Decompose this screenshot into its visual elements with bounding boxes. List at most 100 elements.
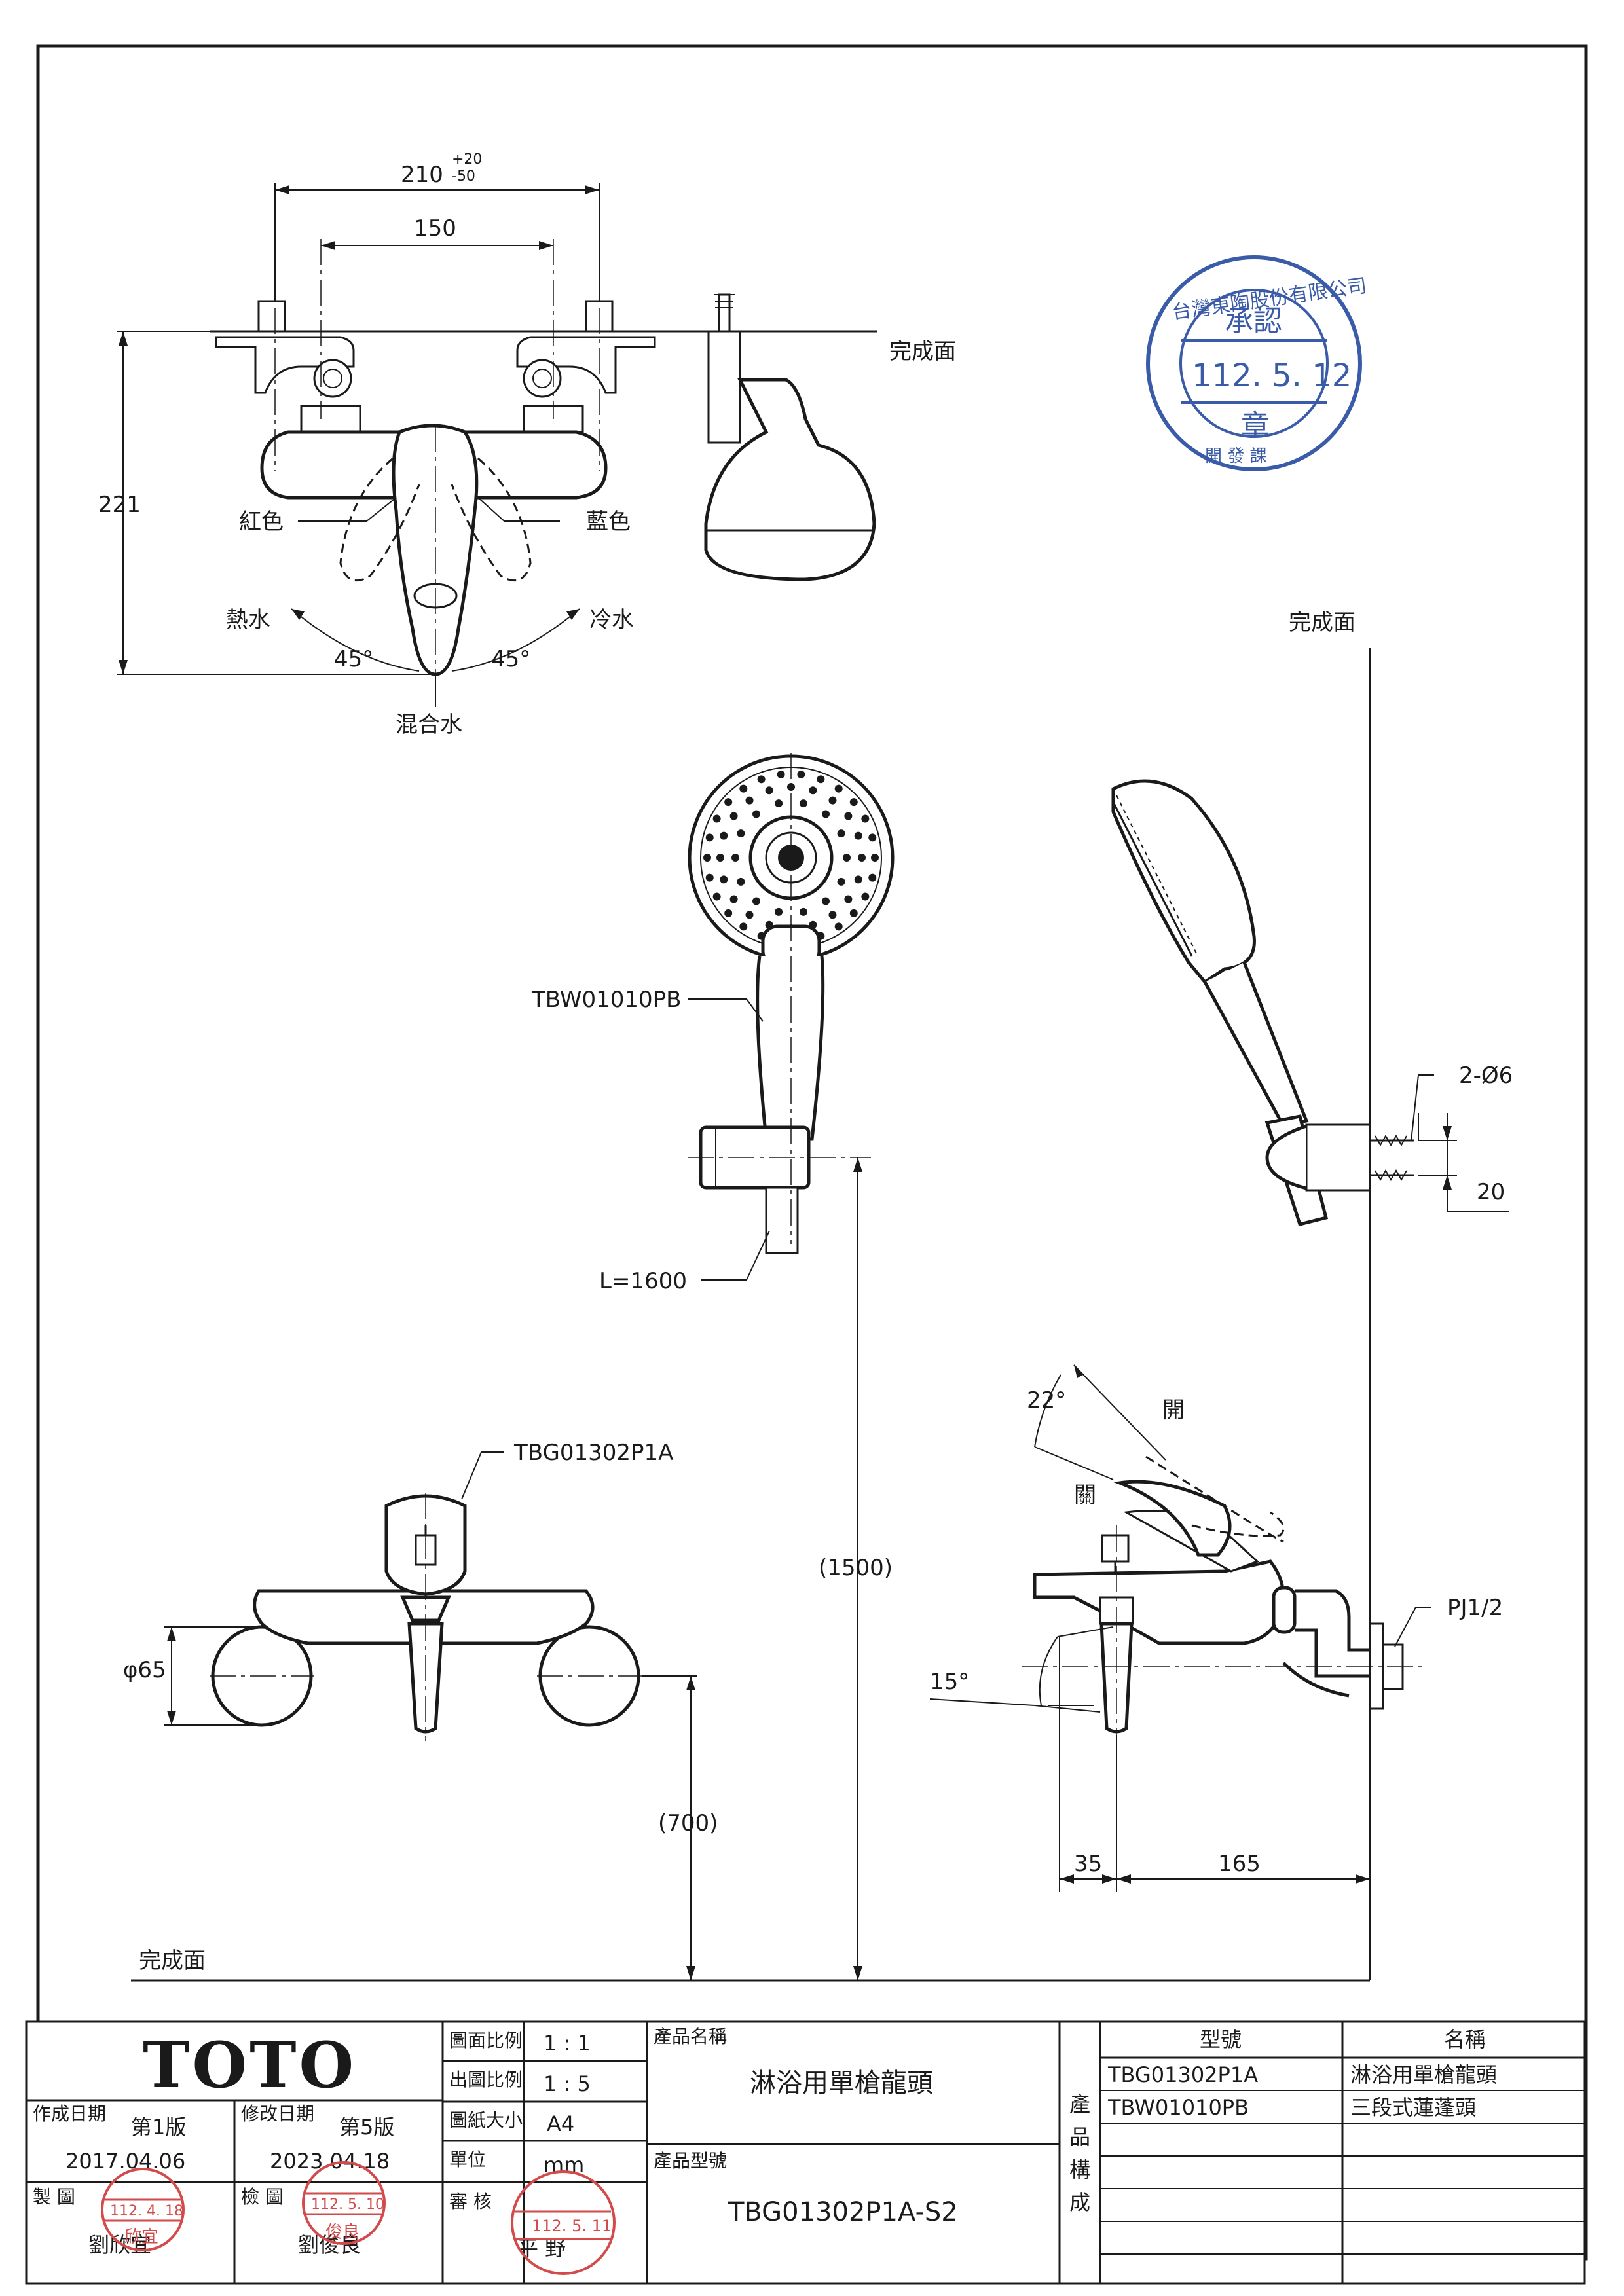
nozzle-dot xyxy=(837,877,845,886)
dim-2phi6: 2-Ø6 xyxy=(1459,1063,1513,1089)
nozzle-dot xyxy=(849,798,858,807)
nozzle-dot xyxy=(745,911,754,919)
dim-210-tol-plus: +20 xyxy=(452,151,482,168)
composition-char-1: 產 xyxy=(1069,2092,1090,2117)
approval-stamp: 台灣東陶股份有限公司 承認 112. 5. 12 章 開 發 課 xyxy=(1146,255,1368,471)
nozzle-dot xyxy=(861,814,870,823)
nozzle-dot xyxy=(797,770,805,778)
angle-left-45: 45° xyxy=(334,646,373,672)
created-date: 2017.04.06 xyxy=(65,2149,185,2174)
checked-stamp: 112. 5. 10 俊良 xyxy=(302,2161,386,2245)
height-dimensions: (1500) (700) xyxy=(658,1157,893,1980)
created-label: 作成日期 xyxy=(33,2103,106,2124)
checked-stamp-name: 俊良 xyxy=(325,2223,360,2242)
drawn-label: 製 圖 xyxy=(33,2186,75,2208)
product-name: 淋浴用單槍龍頭 xyxy=(750,2068,933,2098)
nozzle-dot xyxy=(858,854,866,862)
nozzle-dot xyxy=(799,799,807,808)
dim-210: 210 xyxy=(401,162,443,188)
nozzle-dot xyxy=(737,829,745,838)
composition-char-3: 構 xyxy=(1069,2157,1090,2182)
nozzle-dot xyxy=(834,922,843,931)
nozzle-dot xyxy=(731,854,739,862)
paper-label: 圖紙大小 xyxy=(449,2109,523,2131)
dim-165: 165 xyxy=(1218,1851,1261,1877)
dim-700: (700) xyxy=(658,1810,718,1836)
paper-value: A4 xyxy=(547,2111,574,2136)
row-2-model: TBW01010PB xyxy=(1107,2095,1249,2120)
dim-150: 150 xyxy=(414,215,456,242)
nozzle-dot xyxy=(777,770,785,778)
dim-1500: (1500) xyxy=(819,1555,893,1581)
dim-210-tol-minus: -50 xyxy=(452,168,475,185)
composition-char-2: 品 xyxy=(1069,2124,1090,2149)
nozzle-dot xyxy=(799,907,807,916)
nozzle-dot xyxy=(828,796,837,805)
review-stamp: 112. 5. 11 xyxy=(511,2170,616,2275)
print-scale-value: 1 : 5 xyxy=(544,2071,591,2096)
print-scale-label: 出圖比例 xyxy=(449,2069,523,2090)
stamp-date: 112. 5. 12 xyxy=(1192,357,1352,394)
col-model-header: 型號 xyxy=(1200,2027,1242,2052)
unit-label: 單位 xyxy=(449,2149,486,2170)
label-open: 開 xyxy=(1162,1397,1185,1423)
review-stamp-date: 112. 5. 11 xyxy=(532,2217,612,2235)
nozzle-dot xyxy=(809,786,817,795)
label-cold: 冷水 xyxy=(589,607,634,633)
shower-holder-top-view xyxy=(704,293,876,581)
nozzle-dot xyxy=(745,796,754,805)
part-faucet-label: TBG01302P1A xyxy=(513,1440,673,1466)
nozzle-dot xyxy=(724,909,733,917)
nozzle-dot xyxy=(837,829,845,838)
drawn-name: 劉欣宜 xyxy=(88,2232,151,2257)
angle-22: 22° xyxy=(1027,1387,1066,1413)
product-model: TBG01302P1A-S2 xyxy=(728,2197,958,2227)
modified-label: 修改日期 xyxy=(241,2103,314,2124)
dim-35: 35 xyxy=(1074,1851,1102,1877)
part-showerhead-label: TBW01010PB xyxy=(531,987,682,1013)
nozzle-dot xyxy=(871,854,879,862)
brand-logo: TOTO xyxy=(143,2028,356,2102)
nozzle-dot xyxy=(705,873,714,882)
created-version: 第1版 xyxy=(131,2115,186,2140)
nozzle-dot xyxy=(775,799,783,808)
finish-surface-label-right: 完成面 xyxy=(1289,610,1356,636)
nozzle-dot xyxy=(720,831,728,840)
label-red: 紅色 xyxy=(239,509,284,535)
nozzle-dot xyxy=(844,895,853,903)
label-mixed: 混合水 xyxy=(396,712,462,738)
composition-char-4: 成 xyxy=(1069,2190,1090,2215)
label-close: 關 xyxy=(1074,1482,1096,1508)
title-block: TOTO 作成日期 第1版 2017.04.06 修改日期 第5版 2023.0… xyxy=(25,2020,1586,2285)
faucet-front-elevation: 完成面 φ65 TBG01302P1A xyxy=(123,1440,1370,1982)
nozzle-dot xyxy=(712,892,721,901)
drawn-stamp-name: 欣宜 xyxy=(124,2227,158,2247)
drawn-stamp-date: 112. 4. 18 xyxy=(110,2203,183,2219)
nozzle-dot xyxy=(712,814,721,823)
scale-label: 圖面比例 xyxy=(449,2030,523,2051)
nozzle-dot xyxy=(724,798,733,807)
row-2-name: 三段式蓮蓬頭 xyxy=(1350,2095,1476,2120)
nozzle-dot xyxy=(729,895,738,903)
nozzle-dot xyxy=(720,875,728,884)
nozzle-dot xyxy=(821,810,830,818)
nozzle-dot xyxy=(703,854,711,862)
nozzle-dot xyxy=(854,831,862,840)
nozzle-dot xyxy=(868,833,877,842)
nozzle-dot xyxy=(739,784,748,793)
thread-pj: PJ1/2 xyxy=(1447,1595,1503,1621)
faucet-side-elevation: PJ1/2 22° 開 關 15° 35 165 xyxy=(929,1364,1503,1892)
checked-stamp-date: 112. 5. 10 xyxy=(311,2196,384,2213)
nozzle-dot xyxy=(752,897,761,905)
nozzle-dot xyxy=(861,892,870,901)
row-1-name: 淋浴用單槍龍頭 xyxy=(1350,2062,1497,2087)
nozzle-dot xyxy=(828,911,837,919)
scale-value: 1 : 1 xyxy=(544,2031,591,2056)
nozzle-dot xyxy=(739,922,748,931)
showerhead-front-view: TBW01010PB L=1600 xyxy=(531,753,895,1294)
nozzle-dot xyxy=(849,909,858,917)
nozzle-dot xyxy=(843,854,851,862)
stamp-approve-word: 承認 xyxy=(1225,304,1282,338)
